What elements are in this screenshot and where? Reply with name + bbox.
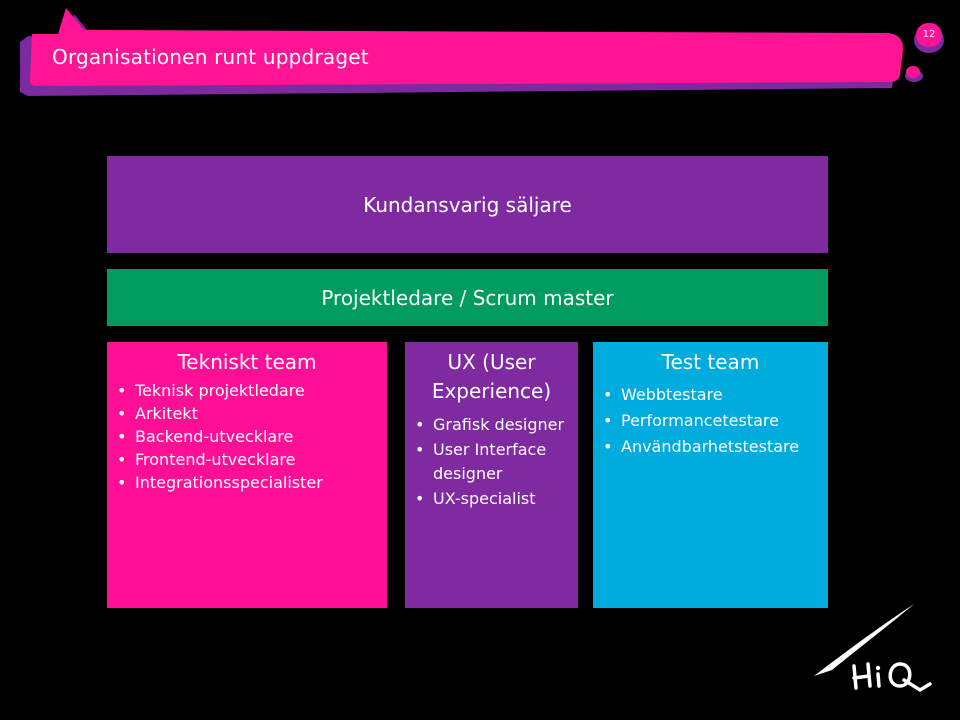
test-team-box: Test team Webbtestare Performancetestare… bbox=[593, 342, 828, 608]
ux-team-box: UX (User Experience) Grafisk designer Us… bbox=[405, 342, 578, 608]
list-item: Teknisk projektledare bbox=[117, 379, 387, 402]
ux-team-heading: UX (User Experience) bbox=[405, 348, 578, 406]
test-team-list: Webbtestare Performancetestare Användbar… bbox=[593, 382, 828, 460]
slide-title: Organisationen runt uppdraget bbox=[52, 45, 369, 69]
banner-main bbox=[30, 8, 904, 86]
list-item: Backend-utvecklare bbox=[117, 425, 387, 448]
list-item: Användbarhetstestare bbox=[603, 434, 828, 460]
list-item: Arkitekt bbox=[117, 402, 387, 425]
page-number: 12 bbox=[916, 23, 942, 47]
project-manager-label: Projektledare / Scrum master bbox=[321, 285, 614, 310]
tech-team-box: Tekniskt team Teknisk projektledare Arki… bbox=[107, 342, 387, 608]
banner-dot bbox=[906, 66, 920, 78]
list-item: Integrationsspecialister bbox=[117, 471, 387, 494]
list-item: Performancetestare bbox=[603, 408, 828, 434]
tech-team-list: Teknisk projektledare Arkitekt Backend-u… bbox=[107, 379, 387, 494]
seller-label: Kundansvarig säljare bbox=[363, 192, 572, 217]
list-item: Webbtestare bbox=[603, 382, 828, 408]
list-item: Grafisk designer bbox=[415, 413, 578, 438]
tech-team-heading: Tekniskt team bbox=[177, 350, 317, 374]
test-team-heading: Test team bbox=[661, 350, 760, 374]
hiq-logo-icon bbox=[814, 604, 932, 693]
list-item: User Interface designer bbox=[415, 438, 578, 487]
project-manager-box: Projektledare / Scrum master bbox=[107, 269, 828, 326]
ux-team-list: Grafisk designer User Interface designer… bbox=[405, 413, 578, 511]
seller-box: Kundansvarig säljare bbox=[107, 156, 828, 253]
ux-heading-line2: Experience) bbox=[431, 379, 552, 403]
list-item: UX-specialist bbox=[415, 487, 578, 512]
list-item: Frontend-utvecklare bbox=[117, 448, 387, 471]
ux-heading-line1: UX (User bbox=[447, 350, 536, 374]
